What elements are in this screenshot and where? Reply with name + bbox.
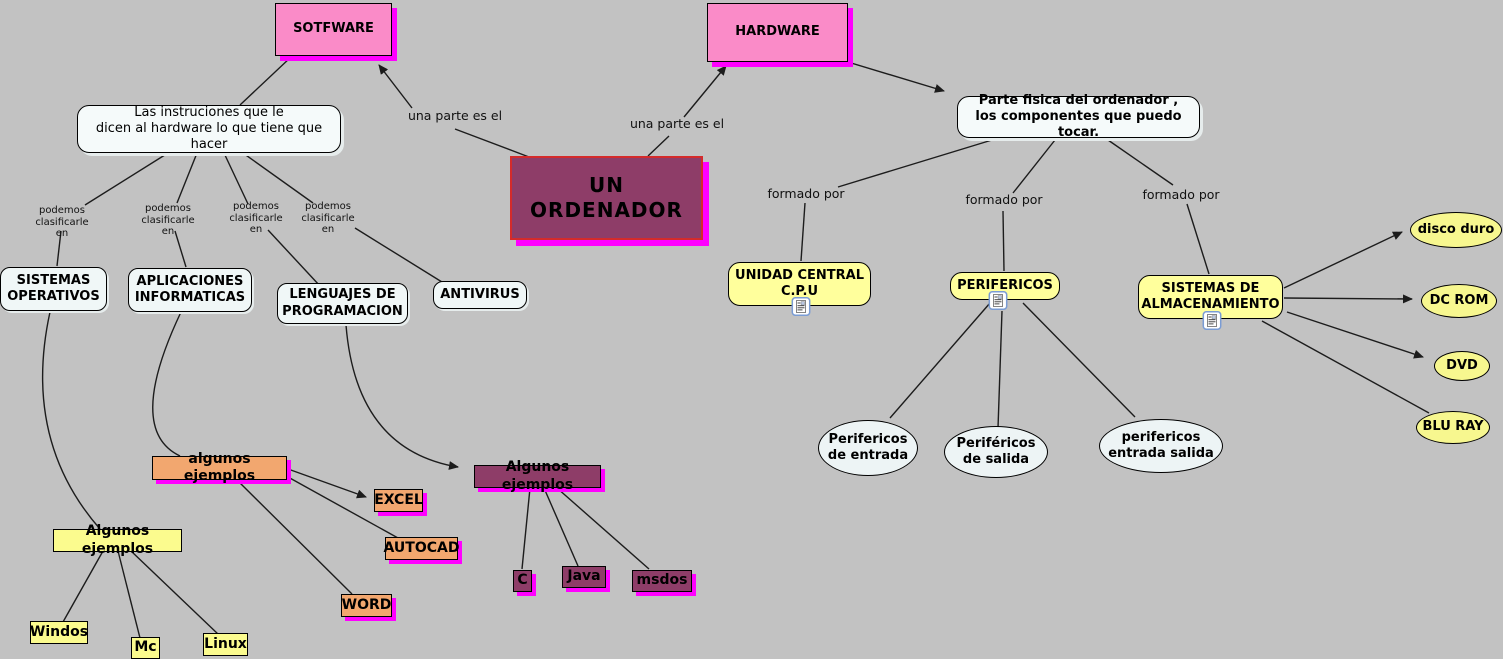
edge-ejemplos-windos xyxy=(62,550,104,623)
edge-ejemplos-msdos xyxy=(556,487,650,570)
node-ejemplos-lenguajes[interactable]: Algunos ejemplos xyxy=(474,459,601,493)
edge-hwdef-formado3-b xyxy=(1186,203,1210,275)
node-linux[interactable]: Linux xyxy=(203,633,248,656)
edge-def-podemos3-b xyxy=(267,229,321,287)
node-sistemas-almacenamiento[interactable]: SISTEMAS DE ALMACENAMIENTO xyxy=(1138,275,1283,319)
edge-root-to-label-hardware xyxy=(647,135,670,157)
edge-def-podemos1-b xyxy=(56,230,62,267)
node-excel[interactable]: EXCEL xyxy=(374,489,423,512)
node-hardware[interactable]: HARDWARE xyxy=(707,3,848,62)
node-dc-rom[interactable]: DC ROM xyxy=(1421,284,1497,318)
edge-ejemplos-word xyxy=(236,479,353,595)
edge-alm-dc-rom-arrow xyxy=(1283,294,1413,304)
edge-ejemplos-autocad xyxy=(287,476,399,539)
edge-ejemplos-c xyxy=(521,487,531,570)
edge-definition-software xyxy=(239,56,292,106)
edge-hwdef-formado2-a xyxy=(1012,139,1056,194)
edge-def-podemos3-a xyxy=(223,152,249,205)
node-unidad-central-cpu[interactable]: UNIDAD CENTRAL C.P.U xyxy=(728,262,871,306)
node-mc[interactable]: Mc xyxy=(131,637,160,659)
edge-root-to-label-software xyxy=(454,128,530,158)
edge-label-to-hardware-arrow xyxy=(683,65,727,118)
resource-icon-perifericos[interactable] xyxy=(988,291,1008,310)
node-blu-ray[interactable]: BLU RAY xyxy=(1416,411,1490,444)
edge-lenguajes-ejemplos-arrow xyxy=(345,324,459,470)
label-formado-por-2[interactable]: formado por xyxy=(965,192,1043,207)
node-c[interactable]: C xyxy=(513,570,532,592)
label-una-parte-software[interactable]: una parte es el xyxy=(407,108,503,123)
edge-ejemplos-excel-arrow xyxy=(287,468,367,499)
label-podemos-1[interactable]: podemos clasificarle en xyxy=(35,205,89,239)
node-antivirus[interactable]: ANTIVIRUS xyxy=(433,281,527,309)
node-hardware-definition[interactable]: Parte fisica del ordenador , los compone… xyxy=(957,93,1200,140)
node-disco-duro[interactable]: disco duro xyxy=(1410,212,1502,248)
resource-icon-almacenamiento[interactable] xyxy=(1202,311,1222,330)
edge-def-podemos4-a xyxy=(242,152,314,204)
label-una-parte-hardware[interactable]: una parte es el xyxy=(629,116,725,131)
node-aplicaciones-informaticas[interactable]: APLICACIONES INFORMATICAS xyxy=(128,268,252,312)
edge-ejemplos-java xyxy=(543,487,579,567)
node-dvd[interactable]: DVD xyxy=(1434,351,1490,381)
node-ejemplos-sistemas-operativos[interactable]: Algunos ejemplos xyxy=(53,523,182,557)
edge-def-podemos4-b xyxy=(354,227,451,288)
node-perifericos-salida[interactable]: Periféricos de salida xyxy=(944,426,1048,478)
node-word[interactable]: WORD xyxy=(341,594,392,617)
label-formado-por-1[interactable]: formado por xyxy=(767,186,845,201)
edge-aplicaciones-ejemplos xyxy=(152,311,182,457)
node-windos[interactable]: Windos xyxy=(30,621,88,644)
edge-def-podemos2-b xyxy=(174,230,187,268)
label-podemos-2[interactable]: podemos clasificarle en xyxy=(141,203,195,237)
edge-def-podemos2-a xyxy=(176,152,198,204)
node-un-ordenador[interactable]: UN ORDENADOR xyxy=(510,156,703,240)
edge-ejemplos-linux xyxy=(130,550,220,636)
node-msdos[interactable]: msdos xyxy=(632,570,692,592)
edge-hwdef-formado3-a xyxy=(1107,139,1174,186)
node-software[interactable]: SOTFWARE xyxy=(275,3,392,56)
node-perifericos-entrada[interactable]: Perifericos de entrada xyxy=(818,420,918,476)
edge-hwdef-formado1-a xyxy=(837,139,993,188)
edge-hwdef-formado1-b xyxy=(800,202,806,262)
node-sistemas-operativos[interactable]: SISTEMAS OPERATIVOS xyxy=(0,267,107,311)
label-podemos-4[interactable]: podemos clasificarle en xyxy=(301,201,355,235)
edge-alm-blu-ray xyxy=(1261,320,1430,414)
edge-def-podemos1-a xyxy=(84,152,169,206)
node-autocad[interactable]: AUTOCAD xyxy=(384,537,459,560)
label-podemos-3[interactable]: podemos clasificarle en xyxy=(229,201,283,235)
edge-alm-disco-duro-arrow xyxy=(1283,231,1403,289)
edge-perifericos-salida xyxy=(997,310,1003,429)
edge-perifericos-entrada-salida xyxy=(1022,302,1136,418)
edge-ejemplos-mc xyxy=(117,550,141,639)
edge-perifericos-entrada xyxy=(889,302,991,419)
node-lenguajes-programacion[interactable]: LENGUAJES DE PROGRAMACION xyxy=(277,283,408,324)
resource-icon-unidad-central[interactable] xyxy=(791,297,811,316)
node-perifericos-entrada-salida[interactable]: perifericos entrada salida xyxy=(1099,419,1223,473)
node-software-definition[interactable]: Las instruciones que le dicen al hardwar… xyxy=(77,105,341,153)
node-ejemplos-aplicaciones[interactable]: algunos ejemplos xyxy=(152,451,287,484)
edge-so-ejemplos xyxy=(41,311,101,530)
edge-label-to-software-arrow xyxy=(378,64,413,109)
edge-alm-dvd-arrow xyxy=(1286,311,1424,359)
edge-hwdef-formado2-b xyxy=(1002,210,1005,272)
label-formado-por-3[interactable]: formado por xyxy=(1142,187,1220,202)
node-java[interactable]: Java xyxy=(562,566,606,588)
